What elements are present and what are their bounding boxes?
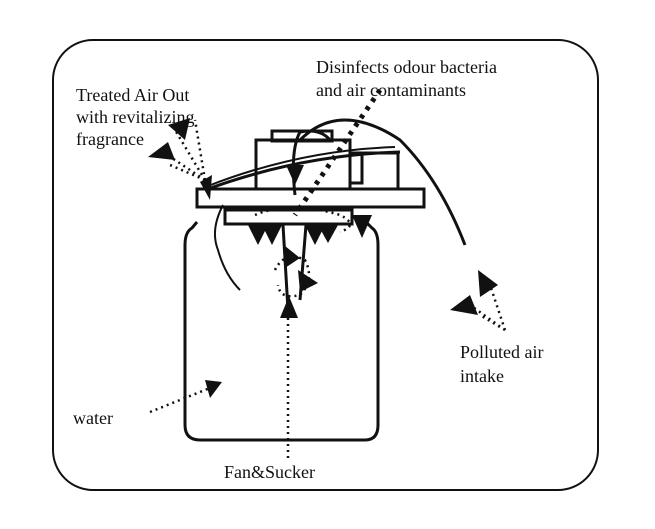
inner-plate <box>223 208 354 226</box>
dotted-leaders <box>149 88 507 462</box>
treated-air-label-3: fragrance <box>76 129 144 149</box>
jar <box>183 118 467 442</box>
outlet-arrow <box>148 142 175 160</box>
intake-hose <box>298 118 467 246</box>
water-label: water <box>73 408 113 428</box>
diagram-frame <box>52 39 599 491</box>
intake-arrow <box>450 295 478 315</box>
disinfects-label: Disinfects odour bacteria <box>316 57 497 77</box>
water-leader <box>149 386 211 414</box>
disinfects-label-2: and air contaminants <box>316 80 466 100</box>
polluted-air-label-2: intake <box>460 366 504 386</box>
fan-sucker-label: Fan&Sucker <box>224 462 315 482</box>
treated-air-label: Treated Air Out <box>76 85 189 105</box>
motor-housing <box>254 138 352 191</box>
polluted-air-label: Polluted air <box>460 342 544 362</box>
treated-air-label-2: with revitalizing <box>76 107 194 127</box>
flow-arrows <box>148 118 498 398</box>
